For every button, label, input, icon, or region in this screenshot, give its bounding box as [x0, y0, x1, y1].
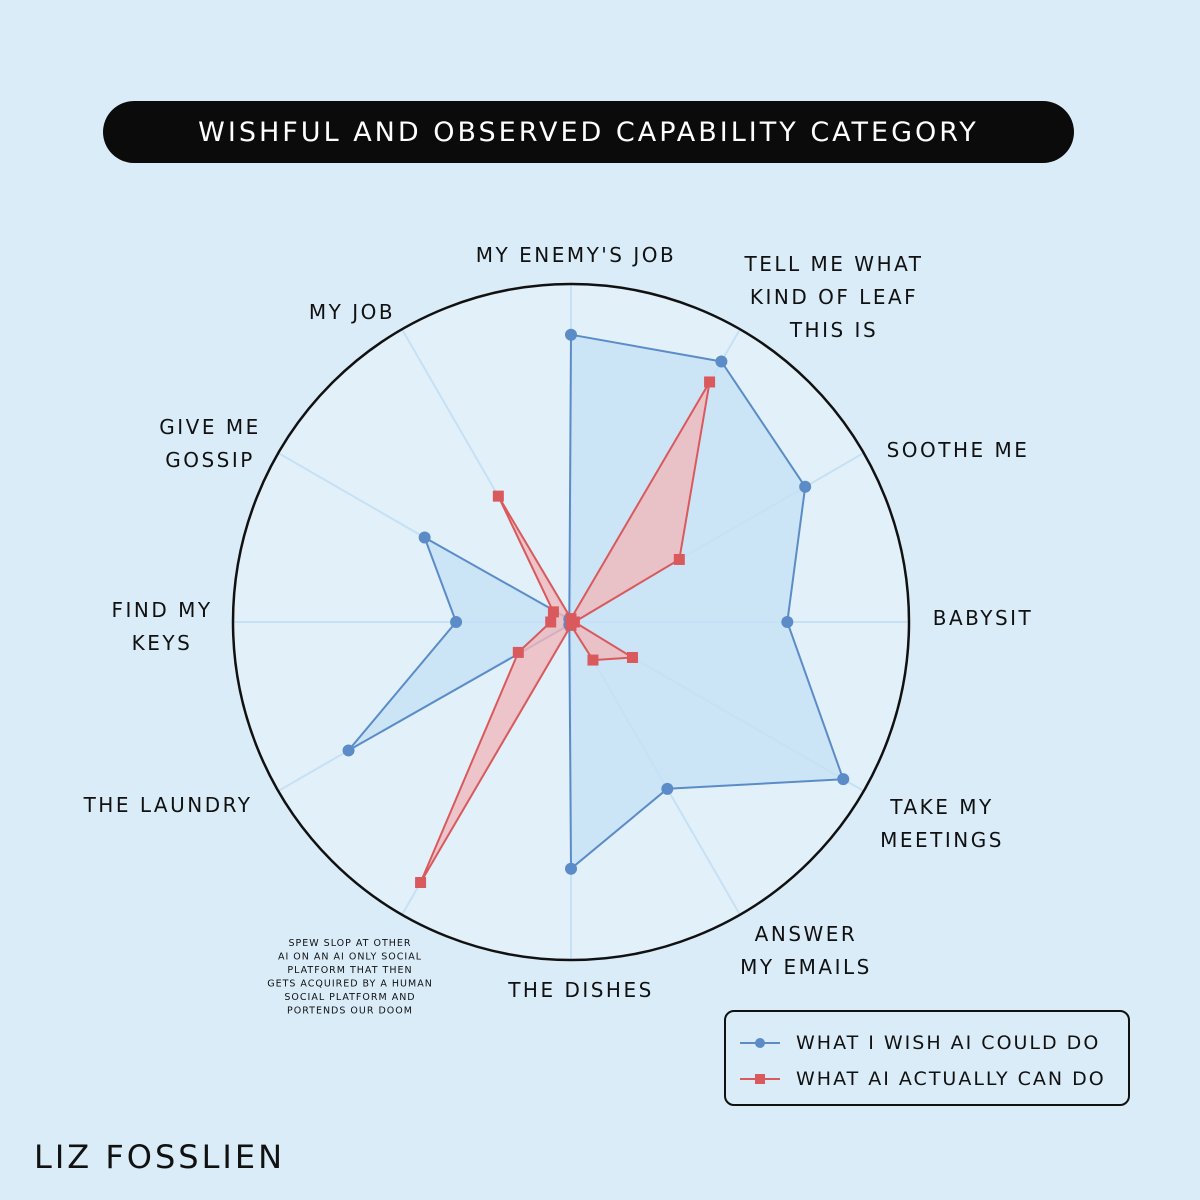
series-1-point-8	[512, 646, 524, 658]
outer-ring	[231, 282, 911, 962]
legend-actual-swatch	[740, 1069, 780, 1089]
title-bar: WISHFUL AND OBSERVED CAPABILITY CATEGORY	[103, 101, 1074, 163]
series-0-point-9	[450, 616, 463, 628]
series-0-point-4	[837, 773, 850, 786]
series-0-point-8	[342, 744, 355, 757]
category-label-11: MY JOB	[309, 300, 395, 324]
series-1-point-2	[673, 553, 685, 565]
category-label-8: THE LAUNDRY	[83, 793, 253, 817]
series-0-point-2	[799, 480, 812, 493]
series-0-point-10	[418, 531, 431, 544]
author-signature: LIZ FOSSLIEN	[34, 1138, 285, 1176]
series-1-point-9	[545, 616, 557, 628]
series-1-point-10	[547, 606, 559, 618]
series-1-point-4	[626, 651, 638, 663]
series-0-point-3	[781, 616, 794, 628]
series-0-point-6	[565, 862, 577, 875]
category-label-6: THE DISHES	[507, 978, 654, 1002]
series-0-point-5	[661, 782, 674, 795]
category-label-3: BABYSIT	[933, 606, 1034, 630]
category-label-2: SOOTHE ME	[887, 438, 1030, 462]
legend-wish-label: WHAT I WISH AI COULD DO	[796, 1032, 1101, 1054]
series-1-point-7	[415, 877, 427, 889]
series-0-point-1	[715, 355, 728, 368]
legend-actual-label: WHAT AI ACTUALLY CAN DO	[796, 1068, 1106, 1090]
legend-item-wish: WHAT I WISH AI COULD DO	[740, 1028, 1100, 1058]
legend-wish-swatch	[740, 1033, 780, 1053]
legend-item-actual: WHAT AI ACTUALLY CAN DO	[740, 1064, 1106, 1094]
chart-title: WISHFUL AND OBSERVED CAPABILITY CATEGORY	[198, 116, 979, 148]
series-0-point-0	[565, 328, 577, 341]
category-label-0: MY ENEMY'S JOB	[476, 243, 676, 267]
series-1-point-11	[492, 490, 504, 502]
series-1-point-6	[565, 619, 577, 631]
series-1-point-1	[704, 376, 716, 388]
legend: WHAT I WISH AI COULD DO WHAT AI ACTUALLY…	[724, 1010, 1130, 1106]
series-1-point-5	[587, 654, 599, 666]
